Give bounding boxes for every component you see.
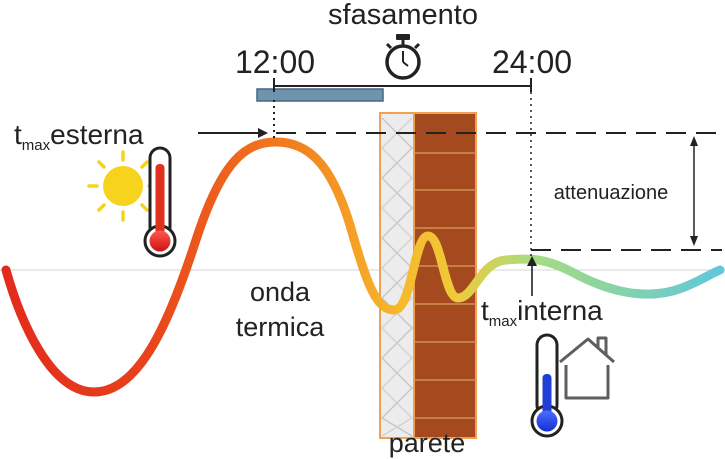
phase-shift-bar (256, 88, 384, 102)
arrow-up-icon (690, 136, 698, 146)
thermal-wave (1, 137, 725, 397)
stopwatch-icon (385, 34, 421, 80)
phase-shift-title: sfasamento (328, 0, 478, 31)
wave-label-line2: termica (236, 312, 325, 342)
arrow-up-icon (527, 256, 537, 266)
sun-icon (87, 150, 159, 222)
thermometer-hot-icon (143, 146, 177, 258)
house-icon (559, 336, 615, 400)
internal-max-label: tmaxinterna (481, 295, 603, 330)
external-max-label: tmaxesterna (14, 119, 144, 154)
thermometer-cold-icon (530, 333, 564, 438)
arrow-head-icon (258, 128, 268, 138)
time-label-12: 12:00 (235, 44, 315, 80)
brick-joints (414, 152, 476, 419)
time-label-24: 24:00 (492, 44, 572, 80)
wave-label-line1: onda (250, 277, 311, 307)
wall-label: parete (389, 428, 466, 458)
attenuation-label: attenuazione (554, 182, 669, 204)
wall (379, 112, 477, 439)
arrow-down-icon (690, 236, 698, 246)
